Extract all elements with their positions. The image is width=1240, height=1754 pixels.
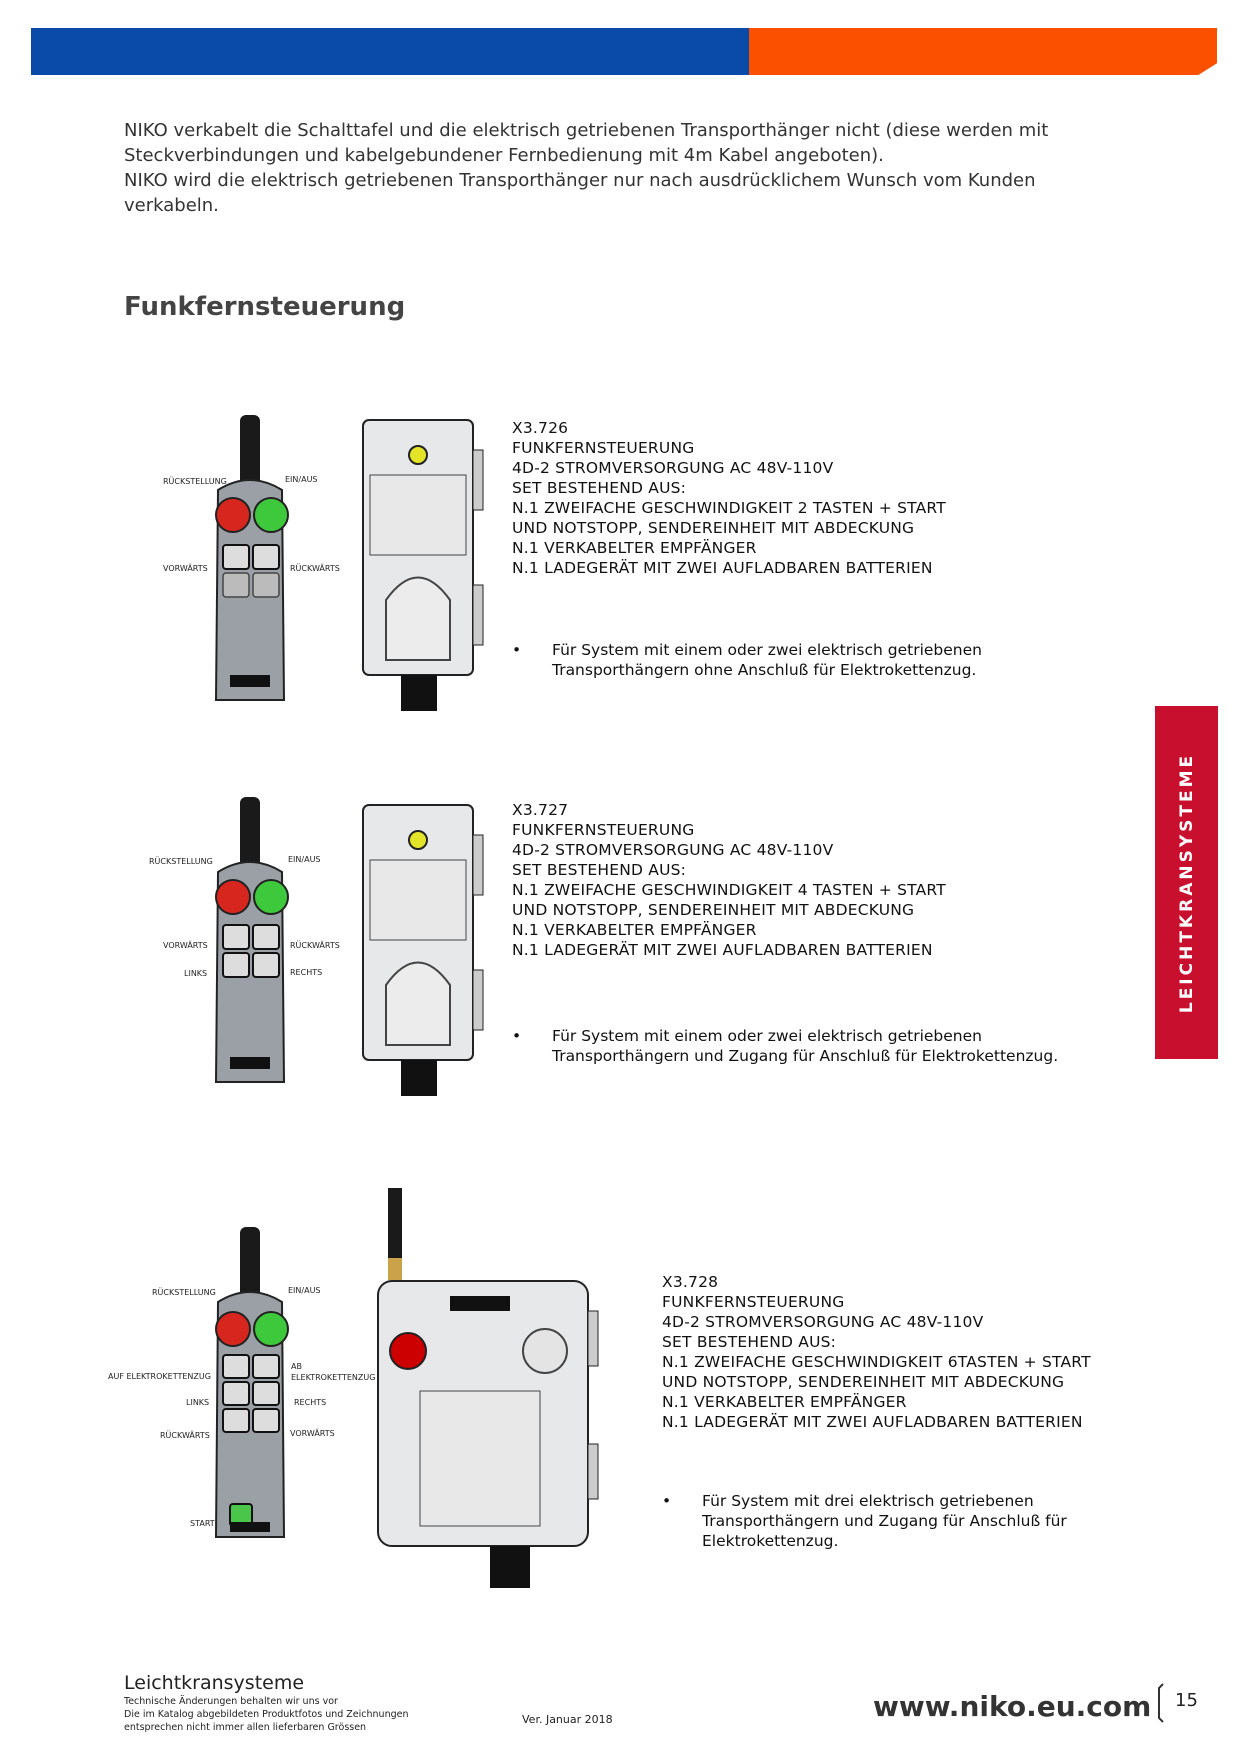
product-line: X3.726 xyxy=(512,419,569,437)
remote-control-illustration xyxy=(214,797,289,1083)
product-bullet: • Für System mit einem oder zwei elektri… xyxy=(512,640,1012,680)
intro-line: NIKO wird die elektrisch getriebenen Tra… xyxy=(124,170,1036,191)
product-description: X3.727 FUNKFERNSTEUERUNG 4D-2 STROMVERSO… xyxy=(512,800,946,960)
label-forward: VORWÄRTS xyxy=(163,564,208,573)
bullet-line: Elektrokettenzug. xyxy=(702,1532,839,1550)
label-down: AB xyxy=(291,1362,302,1371)
product-line: N.1 ZWEIFACHE GESCHWINDIGKEIT 4 TASTEN +… xyxy=(512,881,946,899)
product-line: SET BESTEHEND AUS: xyxy=(512,861,687,879)
label-forward: VORWÄRTS xyxy=(290,1429,335,1438)
product-bullet: • Für System mit drei elektrisch getrieb… xyxy=(662,1491,1082,1551)
bullet-line: Transporthängern und Zugang für Anschluß… xyxy=(702,1512,1067,1530)
intro-line: verkabeln. xyxy=(124,195,219,216)
intro-text: NIKO verkabelt die Schalttafel und die e… xyxy=(124,118,1084,218)
label-right: RECHTS xyxy=(290,968,323,977)
remote-control-illustration xyxy=(214,1227,289,1538)
product-line: N.1 LADEGERÄT MIT ZWEI AUFLADBAREN BATTE… xyxy=(512,941,933,959)
product-line: N.1 ZWEIFACHE GESCHWINDIGKEIT 2 TASTEN +… xyxy=(512,499,946,517)
product-description: X3.726 FUNKFERNSTEUERUNG 4D-2 STROMVERSO… xyxy=(512,418,946,578)
footer-note-line: Die im Katalog abgebildeten Produktfotos… xyxy=(124,1709,409,1720)
product-line: N.1 VERKABELTER EMPFÄNGER xyxy=(512,539,757,557)
label-backward: RÜCKWÄRTS xyxy=(160,1431,210,1440)
page-number-box: 15 xyxy=(1155,1682,1215,1724)
receiver-illustration xyxy=(362,804,484,1096)
bullet-line: Transporthängern und Zugang für Anschluß… xyxy=(552,1047,1059,1065)
category-side-tab: LEICHTKRANSYSTEME xyxy=(1155,706,1218,1059)
product-line: 4D-2 STROMVERSORGUNG AC 48V-110V xyxy=(512,459,834,477)
bullet-dot: • xyxy=(512,641,522,659)
product-line: N.1 LADEGERÄT MIT ZWEI AUFLADBAREN BATTE… xyxy=(662,1413,1083,1431)
product-line: UND NOTSTOPP, SENDEREINHEIT MIT ABDECKUN… xyxy=(512,901,915,919)
side-tab-label: LEICHTKRANSYSTEME xyxy=(1176,752,1197,1013)
version-label: Ver. Januar 2018 xyxy=(522,1713,613,1726)
label-reset: RÜCKSTELLUNG xyxy=(163,477,227,486)
header-bar-orange xyxy=(749,28,1217,75)
page-bracket-icon xyxy=(1158,1683,1164,1723)
label-start: START xyxy=(190,1519,215,1528)
label-right: RECHTS xyxy=(294,1398,327,1407)
product-line: UND NOTSTOPP, SENDEREINHEIT MIT ABDECKUN… xyxy=(662,1373,1065,1391)
label-backward: RÜCKWÄRTS xyxy=(290,564,340,573)
product-line: N.1 ZWEIFACHE GESCHWINDIGKEIT 6TASTEN + … xyxy=(662,1353,1091,1371)
page-number: 15 xyxy=(1175,1690,1198,1711)
label-reset: RÜCKSTELLUNG xyxy=(149,857,213,866)
remote-control-illustration xyxy=(214,415,289,701)
product-line: N.1 VERKABELTER EMPFÄNGER xyxy=(512,921,757,939)
website-link[interactable]: www.niko.eu.com xyxy=(873,1690,1152,1723)
label-up: AUF ELEKTROKETTENZUG xyxy=(108,1372,211,1381)
bullet-line: Transporthängern ohne Anschluß für Elekt… xyxy=(552,661,977,679)
intro-line: NIKO verkabelt die Schalttafel und die e… xyxy=(124,120,1049,141)
label-backward: RÜCKWÄRTS xyxy=(290,941,340,950)
intro-line: Steckverbindungen und kabelgebundener Fe… xyxy=(124,145,884,166)
label-down: ELEKTROKETTENZUG xyxy=(291,1373,376,1382)
product-line: FUNKFERNSTEUERUNG xyxy=(512,821,695,839)
product-line: SET BESTEHEND AUS: xyxy=(512,479,687,497)
receiver-illustration xyxy=(362,419,484,711)
bullet-line: Für System mit einem oder zwei elektrisc… xyxy=(552,1027,982,1045)
product-bullet: • Für System mit einem oder zwei elektri… xyxy=(512,1026,1072,1066)
bullet-dot: • xyxy=(662,1492,672,1510)
product-line: X3.728 xyxy=(662,1273,719,1291)
footer-title: Leichtkransysteme xyxy=(124,1672,305,1694)
label-reset: RÜCKSTELLUNG xyxy=(152,1288,216,1297)
bullet-line: Für System mit einem oder zwei elektrisc… xyxy=(552,641,982,659)
footer-note-line: entsprechen nicht immer allen lieferbare… xyxy=(124,1722,367,1733)
product-line: 4D-2 STROMVERSORGUNG AC 48V-110V xyxy=(512,841,834,859)
product-line: FUNKFERNSTEUERUNG xyxy=(512,439,695,457)
label-left: LINKS xyxy=(186,1398,210,1407)
label-onoff: EIN/AUS xyxy=(288,855,321,864)
product-line: 4D-2 STROMVERSORGUNG AC 48V-110V xyxy=(662,1313,984,1331)
product-line: SET BESTEHEND AUS: xyxy=(662,1333,837,1351)
bullet-dot: • xyxy=(512,1027,522,1045)
label-forward: VORWÄRTS xyxy=(163,941,208,950)
product-description: X3.728 FUNKFERNSTEUERUNG 4D-2 STROMVERSO… xyxy=(662,1272,1091,1432)
receiver-illustration xyxy=(377,1188,599,1588)
label-onoff: EIN/AUS xyxy=(285,475,318,484)
product-line: X3.727 xyxy=(512,801,569,819)
product-line: UND NOTSTOPP, SENDEREINHEIT MIT ABDECKUN… xyxy=(512,519,915,537)
footer-note-line: Technische Änderungen behalten wir uns v… xyxy=(124,1696,338,1707)
footer-note: Technische Änderungen behalten wir uns v… xyxy=(124,1695,409,1734)
label-onoff: EIN/AUS xyxy=(288,1286,321,1295)
product-line: N.1 LADEGERÄT MIT ZWEI AUFLADBAREN BATTE… xyxy=(512,559,933,577)
label-left: LINKS xyxy=(184,969,208,978)
product-line: N.1 VERKABELTER EMPFÄNGER xyxy=(662,1393,907,1411)
section-title: Funkfernsteuerung xyxy=(124,292,406,322)
header-bar-blue xyxy=(31,28,749,75)
bullet-line: Für System mit drei elektrisch getrieben… xyxy=(702,1492,1034,1510)
product-line: FUNKFERNSTEUERUNG xyxy=(662,1293,845,1311)
